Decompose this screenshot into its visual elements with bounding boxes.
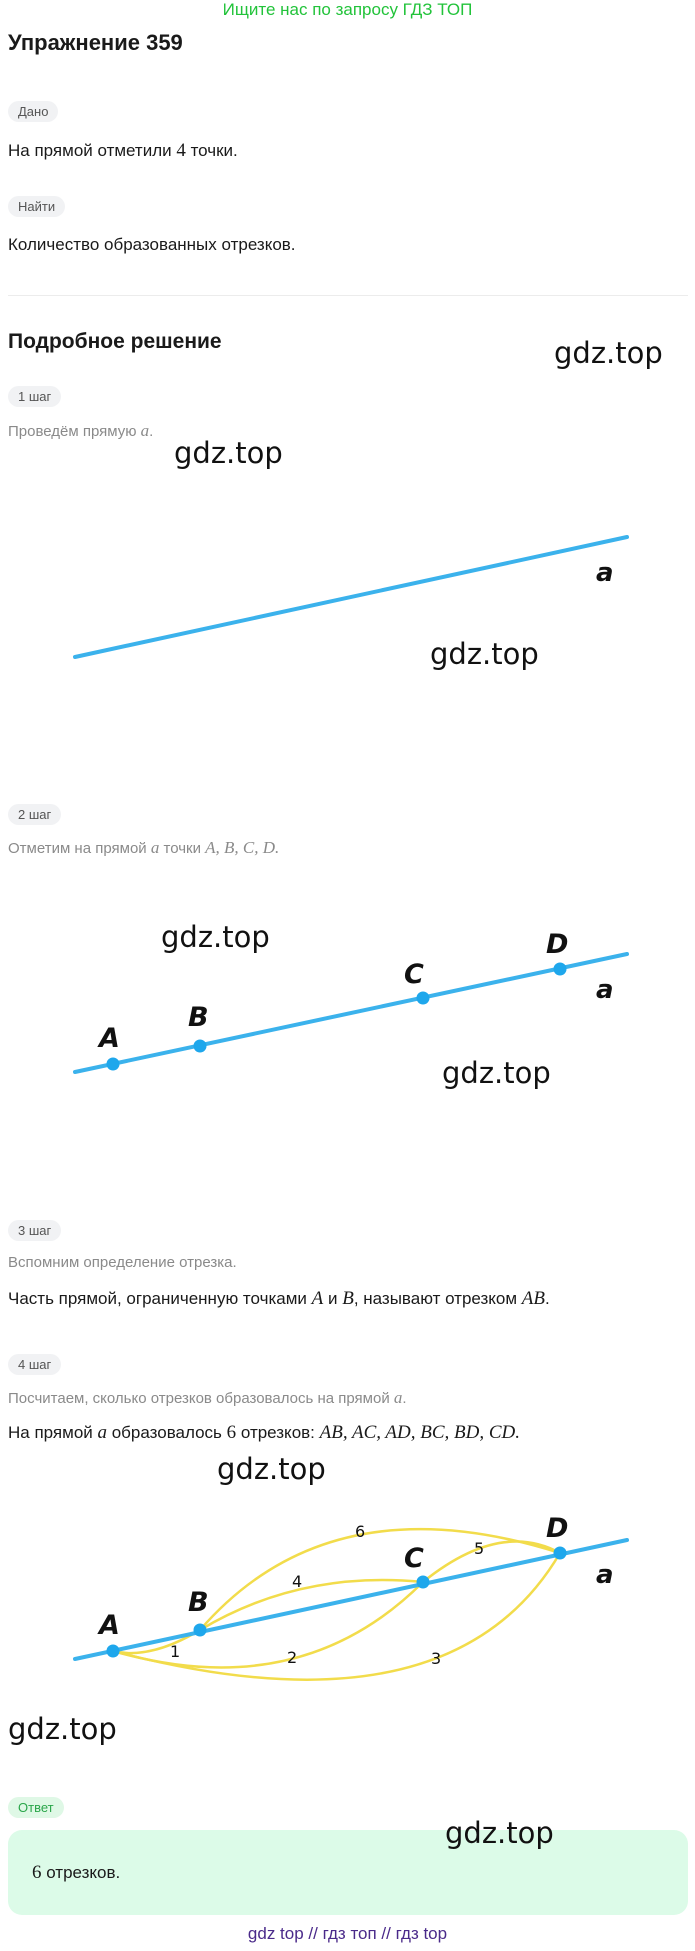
point-a-label: A (97, 1610, 120, 1641)
line-a (73, 952, 629, 1074)
arc-label-6: 6 (355, 1522, 365, 1541)
step-1-badge: 1 шаг (8, 386, 62, 407)
arc-label-2: 2 (287, 1648, 297, 1667)
search-banner: Ищите нас по запросу ГДЗ ТОП (222, 0, 473, 19)
line-a-label: a (596, 975, 614, 1005)
watermark: gdz.top (430, 637, 539, 671)
step-4-hint: Посчитаем, сколько отрезков образовалось… (8, 1388, 407, 1407)
given-text: На прямой отметили 4 точки. (8, 140, 238, 161)
watermark: gdz.top (8, 1712, 117, 1746)
step-2-badge: 2 шаг (8, 804, 62, 825)
segment-arc-ad (112, 1552, 562, 1681)
point-b (193, 1623, 207, 1637)
arc-label-1: 1 (170, 1642, 180, 1661)
page-title: Упражнение 359 (8, 30, 183, 55)
line-a (73, 1538, 629, 1661)
arc-label-3: 3 (431, 1649, 441, 1668)
step-2-hint: Отметим на прямой a точки A, B, C, D. (8, 838, 280, 857)
footer-links[interactable]: gdz top // гдз топ // гдз top (247, 1924, 448, 1943)
segment-arc-bc (199, 1578, 424, 1632)
line-a (73, 535, 629, 659)
point-a-label: A (97, 1023, 120, 1054)
line-a-label: a (596, 1560, 614, 1590)
answer-text: 6 отрезков. (32, 1862, 121, 1883)
point-c-label: C (404, 1543, 424, 1574)
line-a-label: a (596, 558, 614, 588)
solution-title: Подробное решение (8, 330, 222, 353)
point-d-label: D (546, 929, 568, 960)
step-2-figure: A B C D a (73, 929, 629, 1074)
point-d-label: D (546, 1513, 568, 1544)
divider (8, 295, 688, 296)
find-badge: Найти (8, 196, 66, 217)
step-1-hint: Проведём прямую a. (8, 421, 154, 440)
answer-badge: Ответ (8, 1797, 64, 1818)
segment-definition: Часть прямой, ограниченную точками A и B… (8, 1288, 550, 1309)
step-4-badge: 4 шаг (8, 1354, 62, 1375)
segment-arc-bd (199, 1527, 561, 1631)
arc-label-4: 4 (292, 1572, 302, 1591)
step-1-figure: a (73, 535, 629, 659)
step-4-figure: A B C D a 1 2 3 4 5 6 (73, 1513, 629, 1681)
step-3-hint: Вспомним определение отрезка. (8, 1254, 237, 1271)
point-b-label: B (188, 1587, 209, 1618)
point-b-label: B (188, 1002, 209, 1033)
watermark: gdz.top (217, 1452, 326, 1486)
step-3-badge: 3 шаг (8, 1220, 62, 1241)
point-c (416, 1575, 430, 1589)
segment-arc-cd (422, 1540, 561, 1583)
watermark: gdz.top (442, 1056, 551, 1090)
point-d (553, 962, 567, 976)
watermark: gdz.top (161, 920, 270, 954)
point-c-label: C (404, 959, 424, 990)
find-text: Количество образованных отрезков. (8, 235, 296, 254)
watermark: gdz.top (174, 436, 283, 470)
watermark: gdz.top (445, 1816, 554, 1850)
answer-box: 6 отрезков. (8, 1830, 688, 1915)
point-a (106, 1644, 120, 1658)
point-d (553, 1546, 567, 1560)
arc-label-5: 5 (474, 1539, 484, 1558)
segments-count-text: На прямой a образовалось 6 отрезков: AB,… (8, 1422, 521, 1443)
given-badge: Дано (8, 101, 59, 122)
point-c (416, 991, 430, 1005)
point-b (193, 1039, 207, 1053)
watermark: gdz.top (554, 336, 663, 370)
point-a (106, 1057, 120, 1071)
